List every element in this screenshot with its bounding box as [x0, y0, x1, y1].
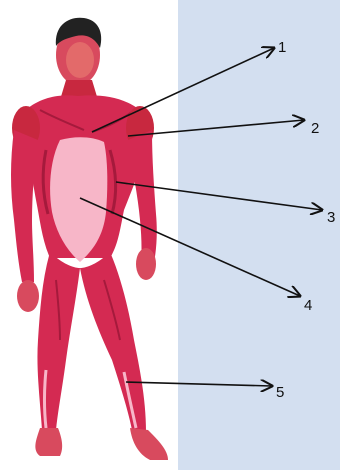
- label-1: 1: [278, 39, 286, 56]
- label-3: 3: [327, 209, 335, 226]
- face: [66, 42, 94, 78]
- label-4: 4: [304, 297, 312, 314]
- label-5: 5: [276, 384, 284, 401]
- shin-left: [45, 370, 47, 428]
- foot-left: [35, 428, 62, 456]
- label-2: 2: [311, 120, 319, 137]
- hand-right: [136, 248, 156, 280]
- hand-left: [17, 280, 39, 312]
